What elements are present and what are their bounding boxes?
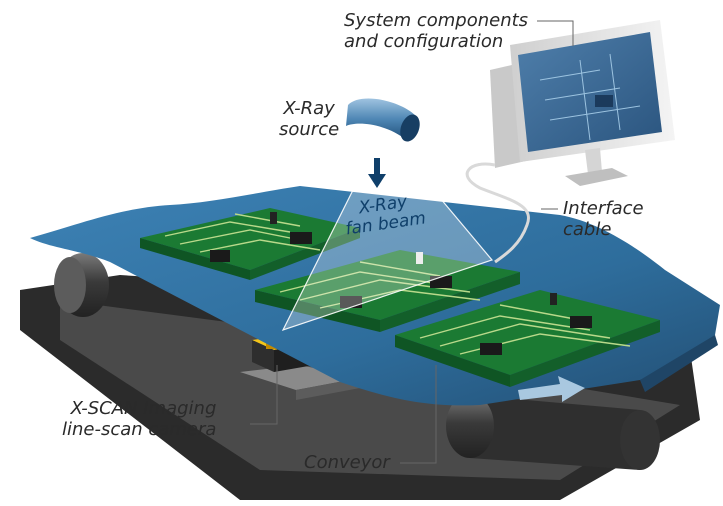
direction-arrow-icon: [518, 376, 585, 402]
xray-fan-beam: [281, 128, 494, 332]
pcb-board-1: [140, 208, 360, 280]
interface-cable: [465, 162, 530, 264]
pcb-board-3: [395, 290, 660, 387]
conveyor-roller-right: [446, 394, 660, 470]
conveyor-roller-left: [54, 253, 109, 317]
pcb-board-2: [255, 250, 520, 332]
xray-source-icon: [346, 98, 420, 142]
conveyor-label: Conveyor: [304, 452, 390, 473]
computer-monitor-icon: [490, 20, 675, 186]
system-components-label: System components and configuration: [344, 10, 529, 52]
camera-label: X-SCAN Imaging line-scan camera: [62, 398, 217, 440]
interface-cable-label: Interface cable: [563, 198, 644, 240]
xray-source-label: X-Ray source: [279, 98, 340, 140]
arrow-down-icon: [368, 158, 386, 188]
leader-lines: [250, 20, 574, 464]
